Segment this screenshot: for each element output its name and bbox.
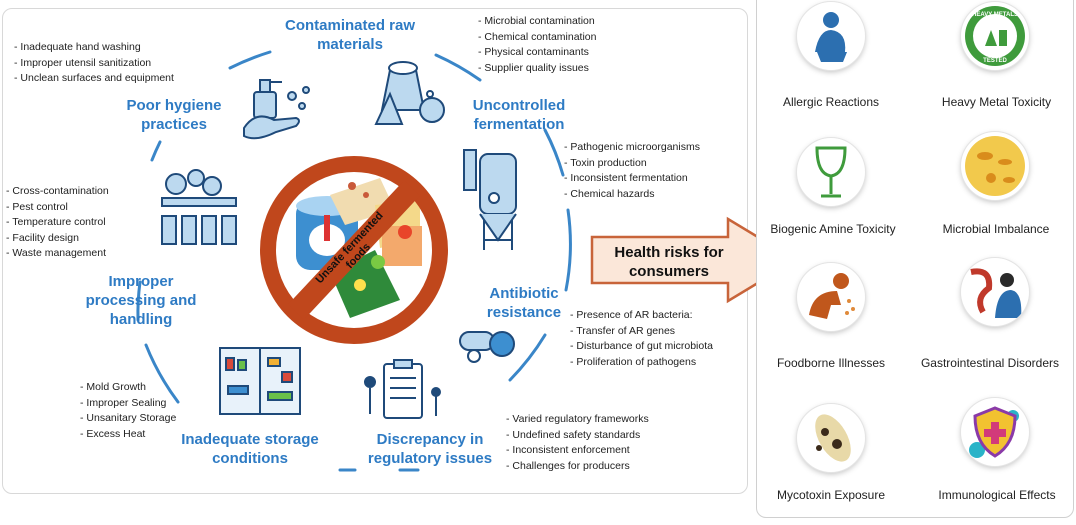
- arc-segment: [434, 53, 482, 82]
- raw-materials-icon: [374, 61, 445, 125]
- foodborne-illness-icon: [797, 263, 865, 331]
- arc-segment: [136, 280, 142, 322]
- list-item: - Disturbance of gut microbiota: [570, 340, 713, 352]
- list-item: - Presence of AR bacteria:: [570, 309, 693, 321]
- antibiotic-pill-icon: [459, 331, 515, 363]
- title-regulatory-issues: Discrepancy in regulatory issues: [367, 431, 493, 467]
- list-item: - Improper Sealing: [80, 396, 167, 409]
- arc-segment: [564, 208, 572, 292]
- list-item: - Microbial contamination: [478, 15, 595, 27]
- risk-label: Biogenic Amine Toxicity: [770, 222, 896, 236]
- list-item: - Mold Growth: [80, 381, 146, 393]
- arc-segment: [144, 343, 180, 404]
- title-uncontrolled-fermentation: Uncontrolled fermentation: [472, 97, 566, 133]
- list-item: - Inadequate hand washing: [14, 41, 141, 53]
- arc-segment: [543, 128, 565, 177]
- risk-label: Allergic Reactions: [782, 95, 880, 109]
- arc-segment: [150, 140, 162, 162]
- list-processing: - Cross-contamination - Pest control - T…: [6, 184, 109, 262]
- allergic-reactions-icon: [797, 2, 865, 70]
- list-item: - Unclean surfaces and equipment: [14, 72, 174, 84]
- list-antibiotic: - Presence of AR bacteria: - Transfer of…: [570, 308, 713, 370]
- svg-text:HEAVY METALS: HEAVY METALS: [972, 12, 1018, 18]
- svg-text:TESTED: TESTED: [983, 58, 1007, 64]
- list-item: - Pest control: [6, 200, 68, 213]
- list-item: - Excess Heat: [80, 427, 146, 440]
- title-improper-processing: Improper processing and handling: [85, 273, 197, 328]
- cycle-arcs: [136, 50, 572, 472]
- list-item: - Unsanitary Storage: [80, 412, 177, 424]
- ban-slash: [287, 180, 421, 320]
- arc-segment: [508, 333, 547, 382]
- list-item: - Chemical hazards: [564, 187, 655, 200]
- ban-circle: [260, 156, 448, 344]
- handwashing-icon: [243, 79, 310, 140]
- risk-label: Foodborne Illnesses: [776, 356, 886, 370]
- list-item: - Facility design: [6, 231, 79, 244]
- arc-segment: [228, 50, 272, 70]
- risk-label: Gastrointestinal Disorders: [920, 356, 1060, 370]
- list-item: - Undefined safety standards: [506, 428, 641, 441]
- gastrointestinal-icon: [961, 258, 1029, 326]
- list-item: - Inconsistent enforcement: [506, 444, 630, 456]
- list-item: - Pathogenic microorganisms: [564, 141, 700, 153]
- list-fermentation: - Pathogenic microorganisms - Toxin prod…: [564, 140, 700, 202]
- list-regulatory: - Varied regulatory frameworks - Undefin…: [506, 412, 649, 474]
- factory-processing-icon: [161, 169, 237, 245]
- list-item: - Improper utensil sanitization: [14, 56, 152, 69]
- title-inadequate-storage: Inadequate storage conditions: [181, 431, 319, 467]
- list-item: - Temperature control: [6, 216, 106, 228]
- list-item: - Challenges for producers: [506, 459, 630, 472]
- wine-glass-icon: [797, 138, 865, 206]
- risk-label: Immunological Effects: [938, 488, 1056, 502]
- mycotoxin-icon: [797, 404, 865, 472]
- list-item: - Proliferation of pathogens: [570, 355, 697, 368]
- list-item: - Supplier quality issues: [478, 61, 589, 74]
- title-poor-hygiene: Poor hygiene practices: [126, 97, 222, 133]
- microbial-imbalance-icon: [961, 132, 1029, 200]
- risk-label: Heavy Metal Toxicity: [941, 95, 1052, 109]
- list-item: - Transfer of AR genes: [570, 324, 676, 337]
- list-storage: - Mold Growth - Improper Sealing - Unsan…: [80, 380, 176, 442]
- list-item: - Varied regulatory frameworks: [506, 413, 649, 425]
- list-item: - Toxin production: [564, 156, 647, 169]
- health-risks-label: Health risks for consumers: [614, 244, 724, 280]
- risk-label: Microbial Imbalance: [942, 222, 1050, 236]
- fermenter-tank-icon: [463, 149, 517, 250]
- list-item: - Waste management: [6, 247, 106, 259]
- list-item: - Inconsistent fermentation: [564, 172, 688, 184]
- title-contaminated-raw-materials: Contaminated raw materials: [284, 17, 416, 53]
- list-hygiene: - Inadequate hand washing - Improper ute…: [14, 40, 174, 87]
- regulatory-clipboard-icon: [364, 359, 441, 419]
- risk-label: Mycotoxin Exposure: [776, 488, 886, 502]
- list-item: - Chemical contamination: [478, 30, 597, 43]
- list-item: - Cross-contamination: [6, 185, 109, 197]
- list-raw-materials: - Microbial contamination - Chemical con…: [478, 14, 596, 76]
- heavy-metal-badge-icon: HEAVY METALS TESTED: [961, 2, 1029, 70]
- immunological-shield-icon: [961, 398, 1029, 466]
- list-item: - Physical contaminants: [478, 46, 589, 58]
- title-antibiotic-resistance: Antibiotic resistance: [486, 285, 562, 321]
- refrigerator-icon: [219, 347, 301, 415]
